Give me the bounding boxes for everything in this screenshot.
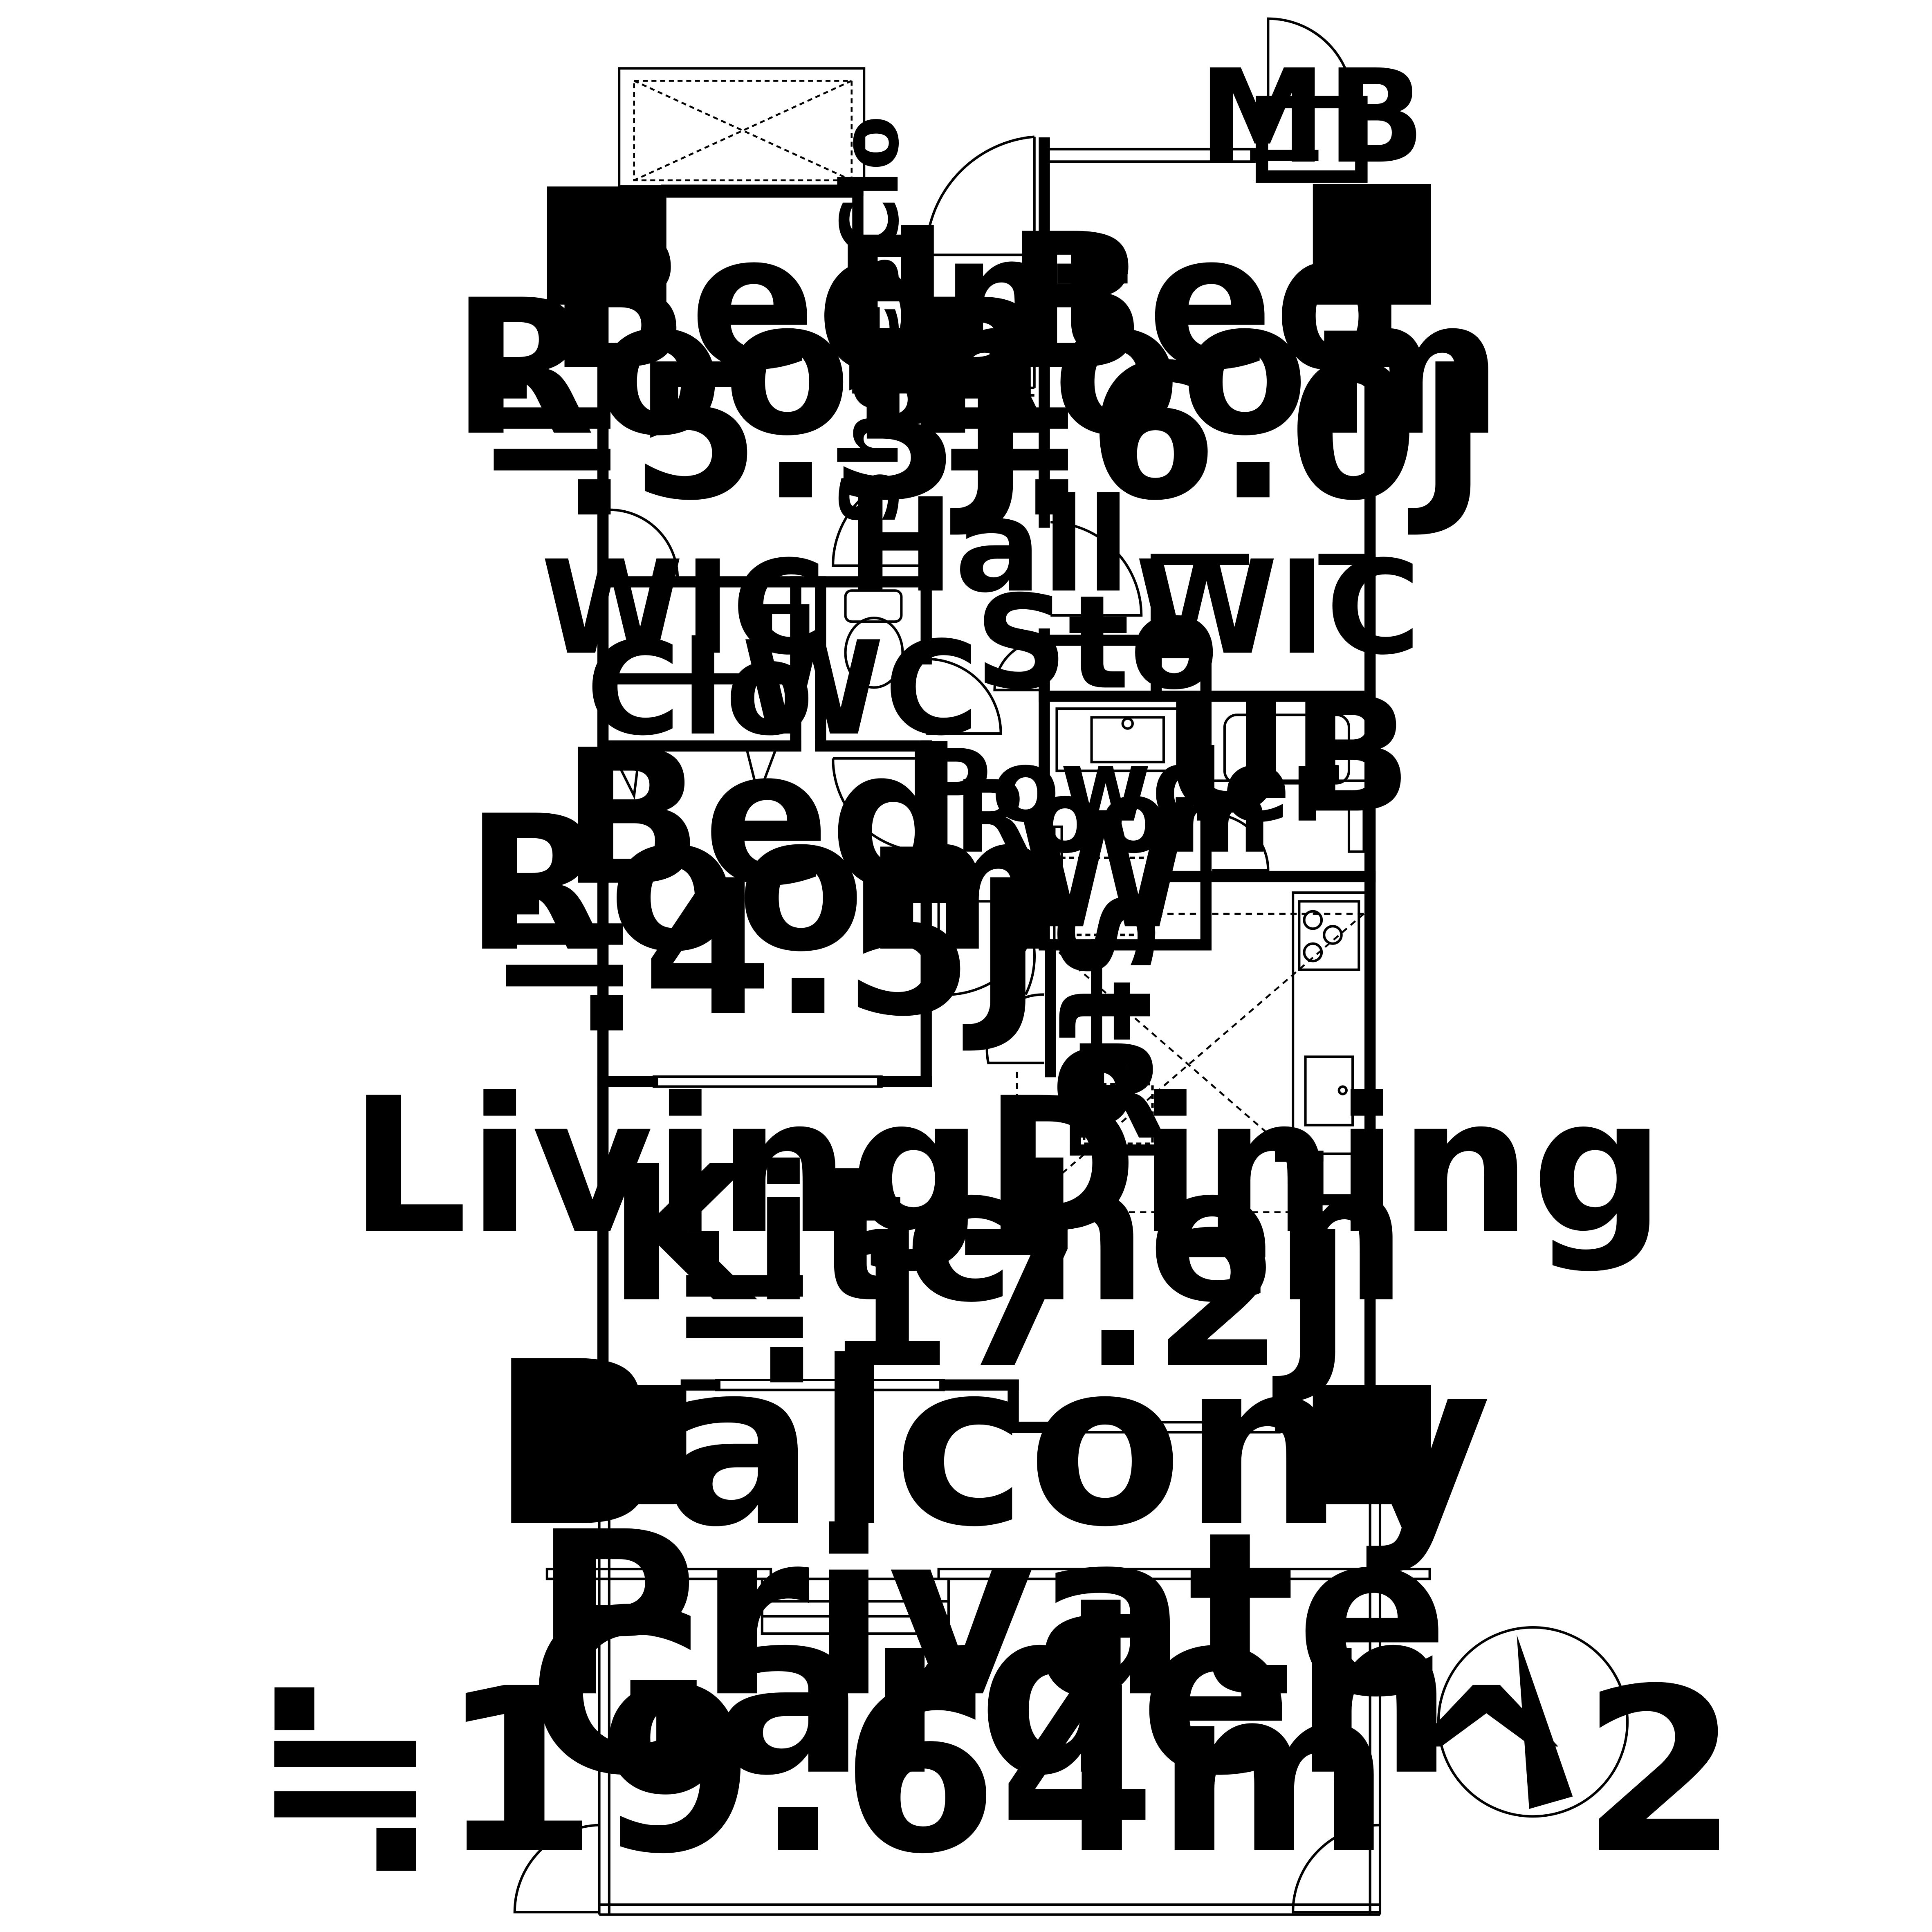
balcony-rail-left [545,1568,772,1580]
bedroom-a-area: ≒5.3J [474,324,1030,541]
toilet-bowl [844,617,904,689]
kitchen-counter [1292,891,1369,1155]
wic-right-label: WIC [1135,532,1421,683]
garden-line2: Garden [527,1562,1454,1825]
bedroom-c-line1: Bed [561,710,963,927]
cooktop [1298,900,1360,971]
toilet-tank [844,589,903,623]
bedroom-b-line2: Room [909,260,1503,477]
bedroom-c-line2: Room [465,776,1059,993]
ldk-line1: LivingDining [349,1058,1665,1275]
bedroom-b-area: ≒6.0J [932,324,1488,541]
walls [597,96,1376,1433]
planter-box [618,67,866,188]
balcony-label: Balcony [490,1313,1491,1577]
fridge-label: R [1068,1017,1168,1168]
balcony-rail-right [937,1568,1431,1580]
washer-label: W [1016,779,1192,964]
column-top-right [1313,184,1431,305]
wic-left-label: WIC [541,532,827,683]
bedroom-a-line1: Bed [548,194,949,411]
powder-room-line1: Powder [918,729,1339,844]
unit-bath-label: UB [1162,663,1412,848]
powder-room-line2: Room [954,760,1271,875]
washbasin [1055,707,1201,772]
column-bottom-left [547,1385,687,1505]
closet-label: Clo [586,613,814,764]
column-top-left [547,186,666,305]
structural-columns [547,184,1431,1505]
north-arrow-icon [1437,1626,1629,1818]
garden-line1: Private [532,1483,1449,1747]
shoes-closet-label: ShoesClo [824,116,916,526]
storage-lower-label: Sto [1029,888,1180,1131]
toilet-label: WC [742,613,979,764]
thin-lines [513,17,1431,1916]
bedroom-b-line1: Bed [1005,194,1407,411]
meter-box-label: MB [1198,41,1425,192]
kitchen-sink [1304,1055,1354,1126]
garden-area: ≒19.64m^2 [251,1640,1739,1903]
hall-label: Hall [846,470,1131,621]
bedroom-a-line2: Room [451,260,1046,477]
bedroom-c-area: ≒4.5J [487,840,1043,1057]
bathtub [1223,714,1351,785]
column-bottom-right [1313,1385,1431,1505]
ldk-area: ≒17.2J [666,1192,1352,1409]
entrance-label: Ent [833,203,1131,388]
room-labels: Bed Room ≒5.3J Bed Room ≒6.0J Bed Room ≒… [251,41,1739,1903]
ldk-line2: Kitchen [607,1126,1407,1343]
storage-upper-label: Sto [975,567,1218,718]
